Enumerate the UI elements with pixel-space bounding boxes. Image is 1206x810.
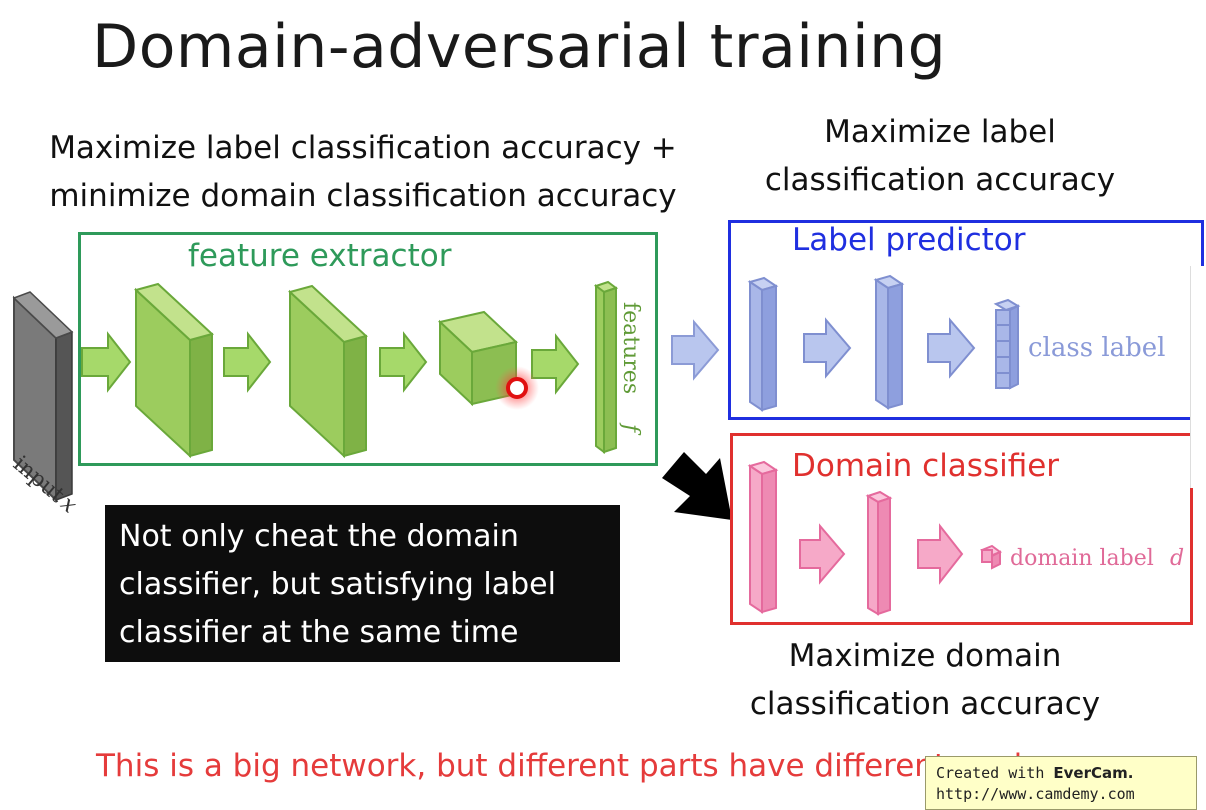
domain-label-var: d (1170, 546, 1184, 571)
conv-layer-2 (287, 284, 369, 459)
annotation-note: Not only cheat the domain classifier, bu… (105, 505, 620, 662)
feature-extractor-title: feature extractor (188, 238, 452, 274)
domain-output-unit (979, 544, 1003, 570)
feature-extractor-goal: Maximize label classification accuracy +… (28, 124, 698, 220)
note-line: classifier, but satisfying label (119, 567, 556, 602)
domain-classifier-layers (747, 460, 1003, 616)
input-slab (12, 291, 74, 503)
caption-line: classification accuracy (764, 162, 1116, 198)
feature-extractor-layers (133, 280, 619, 459)
edge-panel (1190, 266, 1206, 488)
watermark-line: Created with EverCam. (936, 764, 1134, 782)
watermark-url[interactable]: http://www.camdemy.com (936, 785, 1135, 803)
features-label: features f (618, 302, 643, 436)
feature-vector (593, 280, 619, 454)
evercam-watermark[interactable]: Created with EverCam. http://www.camdemy… (925, 756, 1197, 810)
class-output-vector (993, 298, 1021, 390)
note-line: Not only cheat the domain (119, 519, 519, 554)
footer-remark: This is a big network, but different par… (96, 748, 1039, 784)
domain-classifier-goal: Maximize domain classification accuracy (735, 632, 1115, 728)
pointer-dot (495, 366, 539, 410)
dense-layer-1 (747, 276, 779, 412)
slide-title: Domain-adversarial training (92, 12, 947, 82)
note-line: classifier at the same time (119, 615, 519, 650)
features-text: features (618, 302, 643, 394)
domain-classifier-title: Domain classifier (792, 448, 1060, 484)
arrow-icon (379, 331, 428, 393)
arrow-icon (927, 317, 976, 379)
label-predictor-goal: Maximize label classification accuracy (735, 108, 1145, 204)
arrow-icon (917, 523, 964, 585)
domain-label-text: domain label (1010, 546, 1154, 571)
arrow-icon (671, 319, 720, 381)
caption-line: Maximize label (824, 114, 1056, 150)
arrow-icon (81, 331, 132, 393)
label-predictor-layers (747, 274, 1021, 412)
caption-line: minimize domain classification accuracy (49, 178, 677, 214)
class-label-text: class label (1028, 333, 1166, 363)
watermark-brand: EverCam. (1053, 764, 1134, 782)
caption-line: Maximize label classification accuracy + (49, 130, 677, 166)
label-predictor-title: Label predictor (792, 222, 1026, 258)
caption-line: classification accuracy (749, 686, 1101, 722)
arrow-icon (662, 452, 732, 520)
arrow-icon (799, 523, 846, 585)
feature-extractor-box (78, 232, 658, 466)
arrow-icon (803, 317, 852, 379)
caption-line: Maximize domain (788, 638, 1062, 674)
arrow-icon (223, 331, 272, 393)
domain-classifier-box (730, 433, 1193, 625)
dense-layer-1 (747, 460, 779, 614)
conv-layer-1 (133, 282, 215, 459)
dense-layer-2 (873, 274, 905, 410)
dense-layer-2 (865, 490, 893, 616)
